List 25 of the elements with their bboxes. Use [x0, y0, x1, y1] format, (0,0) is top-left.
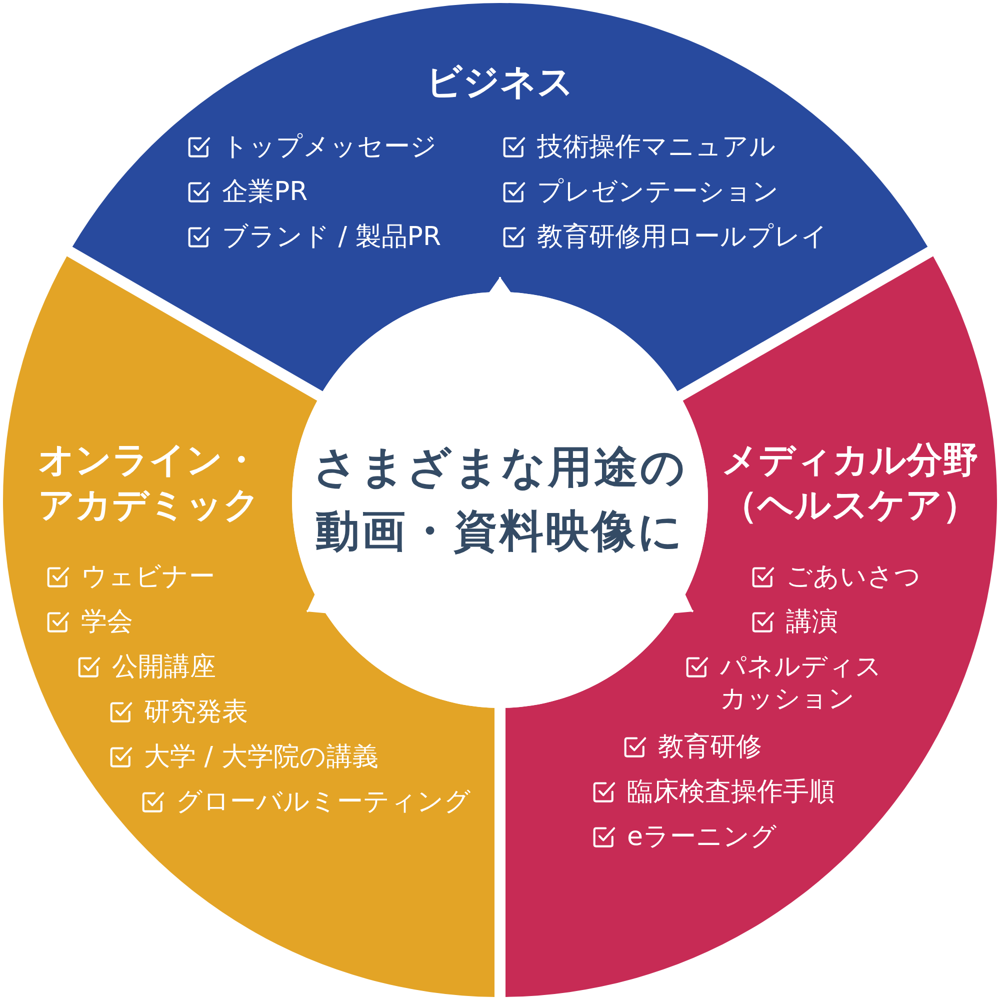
list-item-text: プレゼンテーション: [537, 176, 779, 208]
list-item-text: eラーニング: [627, 821, 777, 853]
list-item-text: ブランド / 製品PR: [222, 221, 442, 253]
list-item-text: ウェビナー: [81, 561, 215, 593]
list-item-text: 研究発表: [144, 696, 248, 728]
list-item-text: 臨床検査操作手順: [627, 776, 835, 808]
list-item-text: グローバルミーティング: [176, 786, 471, 818]
list-item-text: パネルディスカッション: [720, 651, 883, 715]
category-title: オンライン・アカデミック: [38, 439, 261, 528]
list-item-text: トップメッセージ: [222, 131, 437, 163]
list-item-text: 教育研修用ロールプレイ: [537, 221, 828, 253]
center-heading: さまざまな用途の動画・資料映像に: [312, 441, 688, 559]
list-item-text: 講演: [786, 606, 838, 638]
list-item-text: 学会: [81, 606, 133, 638]
list-item-text: 大学 / 大学院の講義: [144, 741, 378, 773]
list-item-text: 公開講座: [112, 651, 216, 683]
pointer-arrow: [672, 592, 694, 614]
pointer-arrow: [488, 277, 512, 295]
pointer-arrow: [306, 592, 328, 614]
category-title: ビジネス: [425, 61, 575, 105]
category-title: メディカル分野（ヘルスケア）: [720, 439, 980, 528]
list-item-text: 企業PR: [222, 176, 308, 208]
list-item-text: ごあいさつ: [786, 561, 921, 593]
list-item-text: 教育研修: [658, 731, 762, 763]
list-item-text: 技術操作マニュアル: [537, 131, 776, 163]
